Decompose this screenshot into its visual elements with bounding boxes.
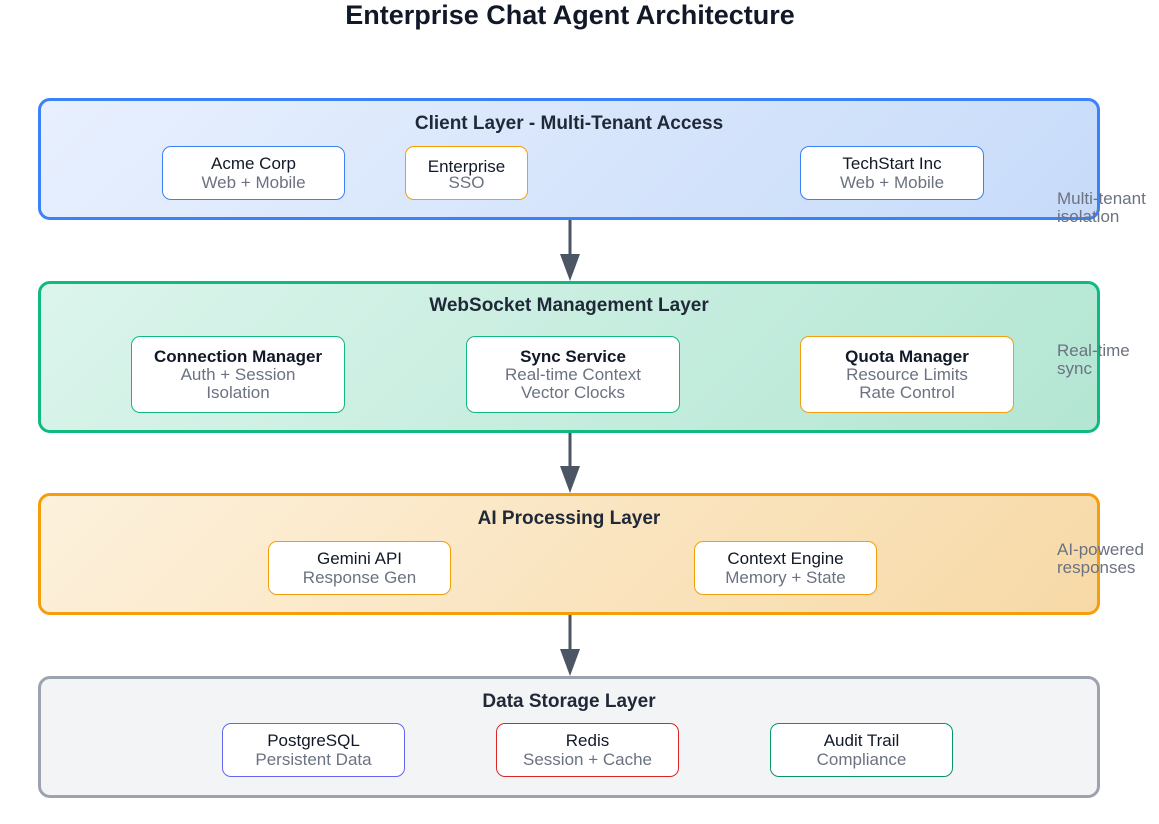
gemini-api-sub: Response Gen [302, 568, 417, 587]
websocket-layer: WebSocket Management Layer Connection Ma… [38, 281, 1100, 433]
sync-service-name: Sync Service [520, 347, 626, 366]
diagram-title: Enterprise Chat Agent Architecture [345, 0, 795, 30]
gemini-api-name: Gemini API [316, 549, 403, 568]
ai-side-label: AI-powered responses [1057, 541, 1159, 577]
enterprise-sso-name: Enterprise [427, 157, 506, 176]
redis-sub: Session + Cache [523, 750, 652, 769]
sync-service-sub1: Real-time Context [504, 365, 642, 384]
quota-manager-box: Quota Manager Resource Limits Rate Contr… [800, 336, 1014, 413]
enterprise-sso-box: Enterprise SSO [405, 146, 528, 200]
data-layer-title: Data Storage Layer [482, 691, 656, 712]
websocket-side-label: Real-time sync [1057, 342, 1159, 378]
techstart-name: TechStart Inc [842, 154, 942, 173]
client-layer: Client Layer - Multi-Tenant Access Acme … [38, 98, 1100, 220]
client-side-label: Multi-tenant isolation [1057, 190, 1159, 226]
connection-manager-box: Connection Manager Auth + Session Isolat… [131, 336, 345, 413]
connection-manager-sub1: Auth + Session [180, 365, 296, 384]
ai-side-label-line1: AI-powered [1057, 541, 1144, 559]
context-engine-box: Context Engine Memory + State [694, 541, 877, 595]
postgresql-sub: Persistent Data [255, 750, 372, 769]
connection-manager-name: Connection Manager [153, 347, 323, 366]
quota-manager-sub2: Rate Control [859, 383, 955, 402]
postgresql-box: PostgreSQL Persistent Data [222, 723, 405, 777]
websocket-side-label-line2: sync [1057, 359, 1092, 378]
ai-side-label-line2: responses [1057, 558, 1136, 577]
quota-manager-sub1: Resource Limits [846, 365, 968, 384]
client-side-label-line2: isolation [1057, 207, 1120, 226]
ai-layer-title: AI Processing Layer [477, 508, 661, 529]
acme-corp-box: Acme Corp Web + Mobile [162, 146, 345, 200]
gemini-api-box: Gemini API Response Gen [268, 541, 451, 595]
client-side-label-line1: Multi-tenant [1057, 190, 1146, 208]
connection-manager-sub2: Isolation [206, 383, 270, 402]
data-storage-layer: Data Storage Layer PostgreSQL Persistent… [38, 676, 1100, 798]
sync-service-sub2: Vector Clocks [521, 383, 625, 402]
redis-box: Redis Session + Cache [496, 723, 679, 777]
acme-corp-sub: Web + Mobile [201, 173, 306, 192]
context-engine-sub: Memory + State [725, 568, 846, 587]
audit-trail-name: Audit Trail [823, 731, 900, 750]
techstart-box: TechStart Inc Web + Mobile [800, 146, 984, 200]
audit-trail-sub: Compliance [816, 750, 907, 769]
arrowhead-websocket-to-ai [560, 466, 580, 493]
arrowhead-client-to-websocket [560, 254, 580, 281]
ai-processing-layer: AI Processing Layer Gemini API Response … [38, 493, 1100, 615]
acme-corp-name: Acme Corp [210, 154, 297, 173]
sync-service-box: Sync Service Real-time Context Vector Cl… [466, 336, 680, 413]
redis-name: Redis [565, 731, 610, 750]
websocket-side-label-line1: Real-time [1057, 342, 1130, 360]
client-layer-title: Client Layer - Multi-Tenant Access [414, 113, 724, 134]
websocket-layer-title: WebSocket Management Layer [429, 295, 709, 316]
postgresql-name: PostgreSQL [267, 731, 360, 750]
audit-trail-box: Audit Trail Compliance [770, 723, 953, 777]
context-engine-name: Context Engine [727, 549, 844, 568]
enterprise-sso-sub: SSO [448, 173, 485, 192]
techstart-sub: Web + Mobile [839, 173, 945, 192]
arrowhead-ai-to-data [560, 649, 580, 676]
quota-manager-name: Quota Manager [845, 347, 969, 366]
